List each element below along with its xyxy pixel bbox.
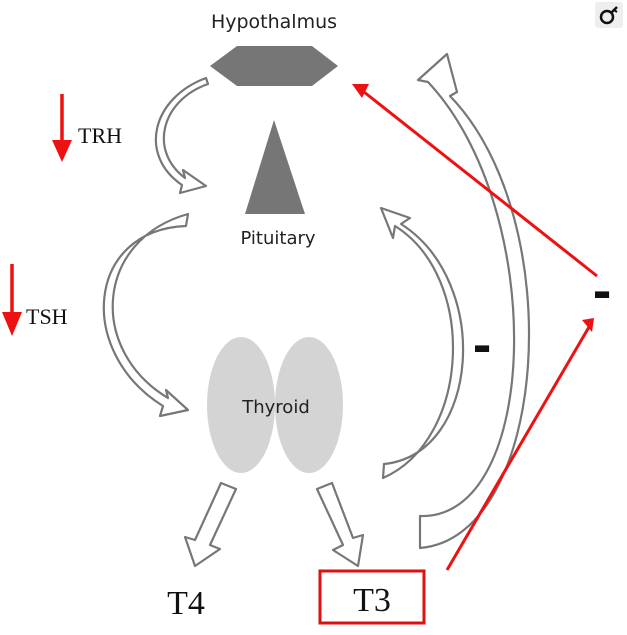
pituitary-shape — [245, 120, 305, 214]
t3-label: T3 — [353, 582, 391, 619]
inhibition-to-hypothalamus-red-line — [363, 90, 598, 278]
thyroid-left-lobe — [207, 337, 275, 473]
t4-label: T4 — [167, 585, 205, 622]
inhibition-sign-middle: - — [472, 319, 491, 373]
hypothalamus-shape — [210, 46, 338, 86]
magnifier-key-icon[interactable] — [595, 2, 623, 28]
hypothalamus-red-arrowhead — [352, 84, 369, 98]
t3-highlight-box — [318, 569, 426, 625]
t3-red-arrowhead — [582, 318, 594, 332]
inhibition-sign-right: - — [592, 265, 611, 319]
magnifier-key-glyph — [599, 6, 618, 25]
t3-to-inhibition-red-line — [445, 326, 591, 571]
t3-output-arrow — [315, 481, 365, 568]
thyroid-to-pituitary-feedback-arrow — [379, 206, 465, 480]
t4-output-arrow — [183, 481, 238, 568]
tsh-arrow-head — [2, 312, 22, 336]
trh-arrow-head — [52, 140, 72, 162]
pituitary-label: Pituitary — [240, 228, 315, 249]
hypothalamus-label: Hypothalmus — [211, 11, 337, 33]
tsh-label: TSH — [26, 304, 68, 329]
thyroid-label: Thyroid — [241, 397, 310, 418]
thyroid-to-hypothalamus-feedback-arrow — [416, 52, 531, 550]
trh-label: TRH — [78, 123, 122, 148]
trh-flow-arrow — [154, 76, 210, 195]
tsh-flow-arrow — [102, 212, 190, 418]
thyroid-right-lobe — [275, 337, 343, 473]
